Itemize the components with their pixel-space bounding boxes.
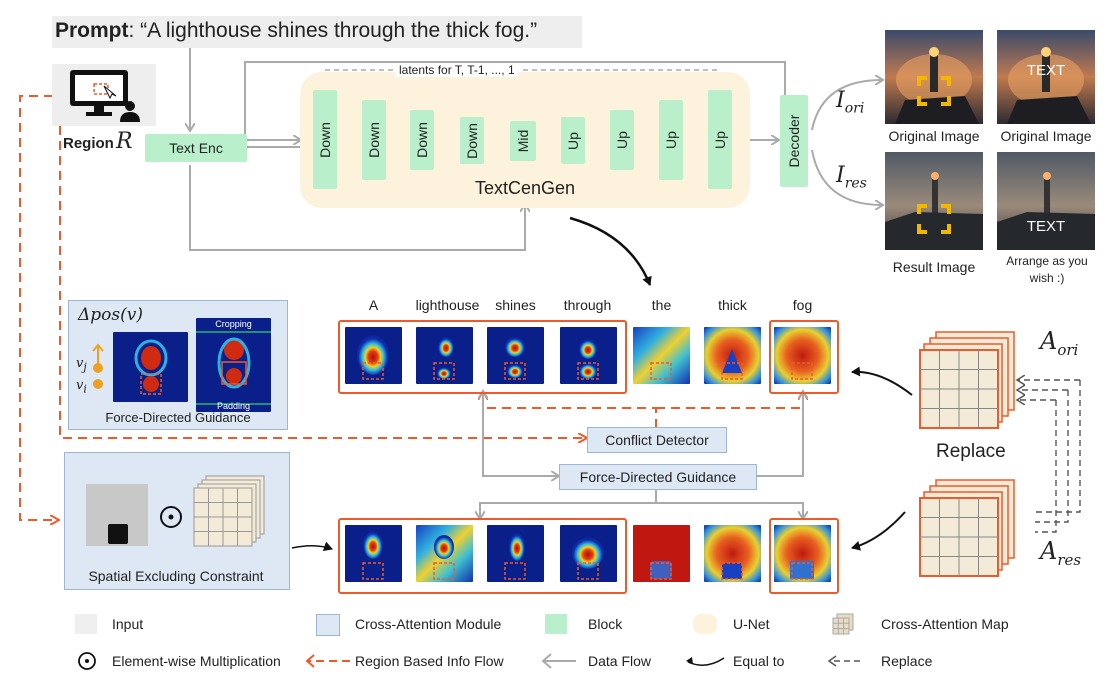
original-image-2 <box>997 30 1095 124</box>
legend-equal-to-icon <box>686 657 725 666</box>
legend-block-label: Block <box>588 616 623 632</box>
up-block-4: Up <box>708 90 732 189</box>
heatmap-res-a <box>345 525 402 582</box>
word-label: the <box>651 297 672 313</box>
force-heatmap-1 <box>113 332 188 402</box>
legend-equal-to-label: Equal to <box>733 653 785 669</box>
heatmap-ori-a <box>345 327 402 384</box>
heatmap-res-shines <box>487 525 544 582</box>
spatial-constraint-label: Spatial Excluding Constraint <box>88 568 264 584</box>
up-block-1: Up <box>561 117 585 164</box>
legend-replace-icon <box>827 655 860 667</box>
legend-region-flow-label: Region Based Info Flow <box>355 653 504 669</box>
delta-pos-label: Δpos(v) <box>78 305 143 325</box>
heatmap-res-through <box>560 525 617 582</box>
legend-cross-attention-label: Cross-Attention Module <box>355 616 502 632</box>
cross-attention-map-stack <box>193 475 265 547</box>
heatmap-res-lighthouse <box>416 525 473 582</box>
force-guidance-box: Force-Directed Guidance <box>559 464 757 490</box>
heatmap-ori-fog <box>774 327 831 384</box>
word-label: thick <box>718 297 747 313</box>
conflict-detector-box: Conflict Detector <box>587 427 727 453</box>
text-encoder-block: Text Enc <box>145 134 247 162</box>
original-image-2-label: Original Image <box>1000 128 1092 144</box>
i-res-label: Ires <box>836 163 867 192</box>
upper-fog-frame <box>769 320 839 394</box>
force-guidance-label: Force-Directed Guidance <box>579 469 737 485</box>
word-label: A <box>368 297 379 313</box>
original-image-1 <box>885 30 983 124</box>
legend-data-flow-icon <box>541 653 576 669</box>
decoder-block: Decoder <box>780 95 808 187</box>
mask-region <box>108 524 128 544</box>
heatmap-ori-the <box>633 327 690 384</box>
legend-data-flow-label: Data Flow <box>588 653 652 669</box>
down-block-1: Down <box>313 90 337 189</box>
region-symbol: R <box>116 129 133 154</box>
prompt-text: Prompt: “A lighthouse shines through the… <box>55 19 538 42</box>
legend-block-swatch <box>545 614 567 634</box>
legend-replace-label: Replace <box>881 653 933 669</box>
heatmap-res-fog <box>774 525 831 582</box>
latents-label: latents for T, T-1, ..., 1 <box>395 63 519 77</box>
a-ori-attention-stack <box>919 331 1015 429</box>
a-res-attention-stack <box>919 479 1015 577</box>
monitor-user-icon <box>70 70 140 122</box>
unet-title: TextCenGen <box>474 178 576 198</box>
legend-cross-attention-swatch <box>316 614 340 636</box>
arranged-image <box>997 152 1095 250</box>
i-ori-label: Iori <box>836 88 865 117</box>
heatmap-ori-thick <box>704 327 761 384</box>
up-block-3: Up <box>659 100 683 180</box>
down-block-4: Down <box>460 117 484 164</box>
result-image-label: Result Image <box>892 259 976 275</box>
force-panel-caption: Force-Directed Guidance <box>105 410 251 425</box>
word-label: shines <box>495 297 536 313</box>
heatmap-ori-lighthouse <box>416 327 473 384</box>
lower-fog-frame <box>769 518 839 594</box>
word-label: fog <box>792 297 813 313</box>
up-block-2: Up <box>610 110 634 170</box>
lower-row-frame <box>338 518 627 594</box>
text-overlay-result: TEXT <box>1026 218 1066 235</box>
mid-block: Mid <box>510 121 536 161</box>
heatmap-res-thick <box>704 525 761 582</box>
region-label: Region <box>63 135 114 152</box>
legend-cross-attention-map-label: Cross-Attention Map <box>881 616 1009 632</box>
legend-input-swatch <box>75 614 97 634</box>
force-heatmap-2 <box>196 318 271 412</box>
word-label: lighthouse <box>415 297 480 313</box>
heatmap-res-the <box>633 525 690 582</box>
force-vector-icon <box>92 343 104 389</box>
down-block-3: Down <box>410 110 434 170</box>
legend-input-label: Input <box>112 616 144 632</box>
upper-row-frame <box>338 320 627 394</box>
arrange-label: Arrange as you wish :) <box>1006 254 1088 285</box>
padding-label: Padding <box>216 401 251 411</box>
prompt-box <box>52 16 582 48</box>
original-image-1-label: Original Image <box>888 128 980 144</box>
text-overlay-original: TEXT <box>1026 62 1066 79</box>
legend-element-wise-label: Element-wise Multiplication <box>112 653 281 669</box>
vj-label: vj <box>76 356 87 374</box>
legend-element-wise-icon <box>78 652 96 670</box>
down-block-2: Down <box>362 100 386 180</box>
legend-unet-swatch <box>693 614 717 634</box>
word-label: through <box>563 297 612 313</box>
heatmap-ori-through <box>560 327 617 384</box>
element-wise-multiplication-icon <box>160 506 182 528</box>
replace-label: Replace <box>936 441 1006 462</box>
text-encoder-label: Text Enc <box>169 140 223 156</box>
legend-unet-label: U-Net <box>733 616 770 632</box>
a-ori-label: Aori <box>1040 327 1079 359</box>
heatmap-ori-shines <box>487 327 544 384</box>
legend-region-flow-icon <box>305 654 350 668</box>
conflict-detector-label: Conflict Detector <box>605 432 709 448</box>
legend-cross-attention-map-icon <box>832 613 854 635</box>
cropping-label: Cropping <box>215 319 252 329</box>
result-image <box>885 152 983 250</box>
vi-label: vi <box>76 378 87 396</box>
a-res-label: Ares <box>1040 537 1082 569</box>
